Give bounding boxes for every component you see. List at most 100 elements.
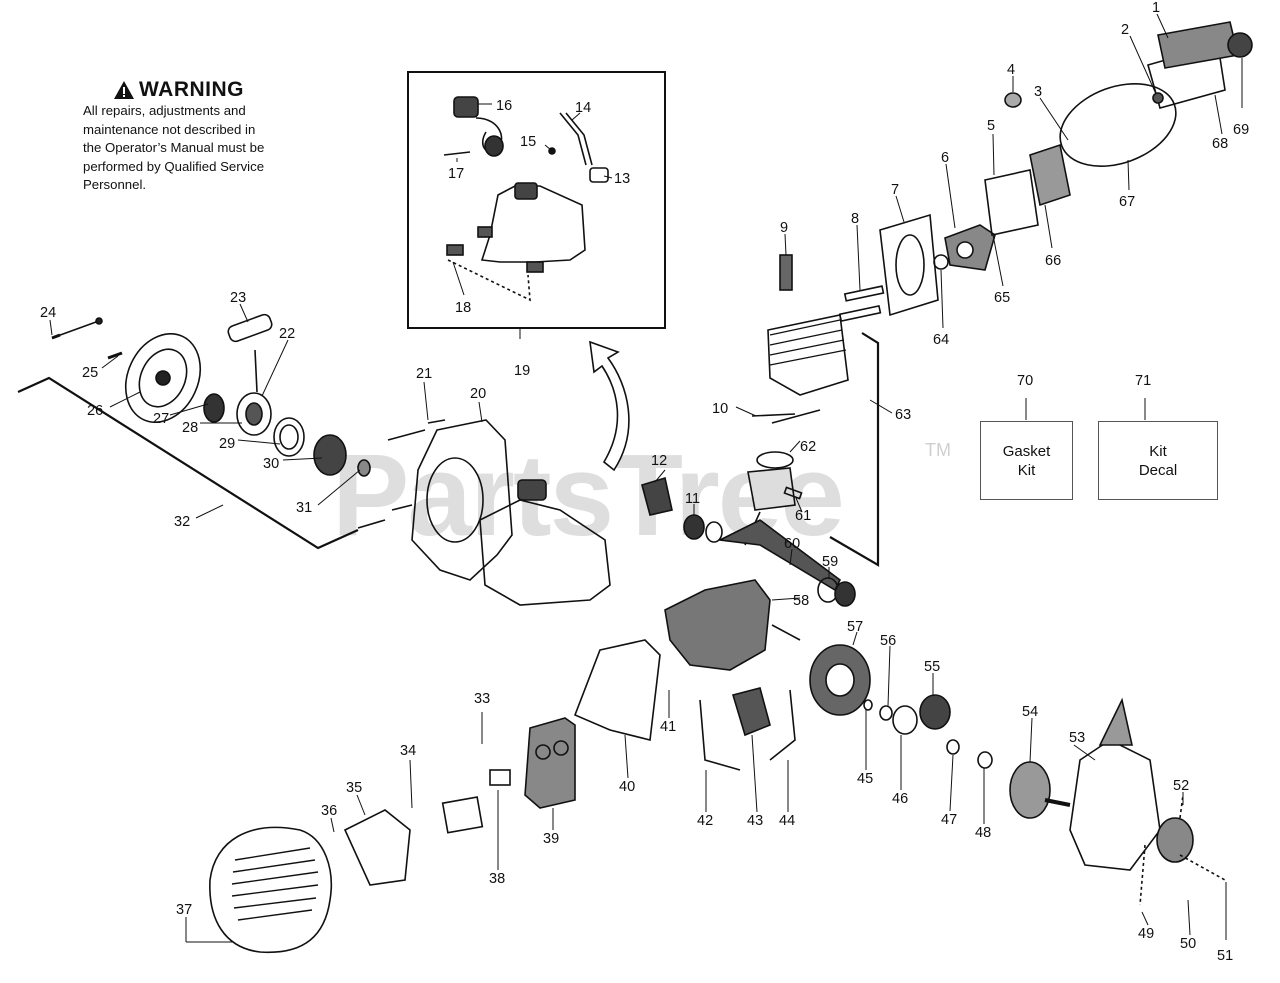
callout-62: 62	[800, 439, 816, 455]
warning-notice: WARNING All repairs, adjustments and mai…	[83, 78, 323, 195]
callout-49: 49	[1138, 926, 1154, 942]
callout-11: 11	[685, 491, 700, 507]
callout-3: 3	[1034, 84, 1042, 100]
gearbox-53	[1069, 739, 1161, 871]
flywheel-cup-30	[313, 434, 347, 476]
engine-cover-37	[209, 826, 332, 954]
spark-plug-9	[779, 254, 793, 291]
callout-40: 40	[619, 779, 635, 795]
pulley-28	[236, 392, 272, 436]
warning-line-2: maintenance not described in	[83, 121, 256, 137]
warning-line-4: performed by Qualified Service	[83, 158, 265, 174]
callout-61: 61	[795, 508, 811, 524]
callout-70: 70	[1017, 373, 1033, 389]
bracket-35	[343, 809, 411, 886]
callout-71: 71	[1135, 373, 1151, 389]
callout-31: 31	[296, 500, 312, 516]
callout-25: 25	[82, 365, 98, 381]
gasket-kit-label: Gasket Kit	[1002, 442, 1051, 479]
warning-triangle-icon	[114, 81, 134, 99]
callout-13: 13	[614, 171, 630, 187]
bolt-8a	[838, 304, 882, 323]
callout-66: 66	[1045, 253, 1061, 269]
callout-43: 43	[747, 813, 763, 829]
plate-46	[892, 705, 918, 735]
callout-1: 1	[1152, 0, 1160, 16]
callout-51: 51	[1217, 948, 1233, 964]
callout-29: 29	[219, 436, 235, 452]
fuel-line-14	[559, 112, 587, 166]
callout-7: 7	[891, 182, 899, 198]
filter-13	[589, 167, 609, 183]
callout-6: 6	[941, 150, 949, 166]
callout-52: 52	[1173, 778, 1189, 794]
warning-line-5: Personnel.	[83, 177, 147, 192]
bracket-63	[829, 332, 880, 567]
ring-62	[756, 451, 794, 469]
nut-31	[357, 459, 371, 477]
callout-23: 23	[230, 290, 246, 306]
muffler-39	[524, 717, 576, 809]
callout-10: 10	[712, 401, 728, 417]
callout-60: 60	[784, 536, 800, 552]
callout-19: 19	[514, 363, 530, 379]
callout-50: 50	[1180, 936, 1196, 952]
fuel-tank	[479, 499, 611, 606]
washer-48	[977, 751, 993, 769]
callout-14: 14	[575, 100, 591, 116]
spring-29	[273, 417, 305, 457]
washer-47	[946, 739, 960, 755]
callout-27: 27	[153, 411, 169, 427]
nut-2	[1152, 92, 1164, 104]
callout-59: 59	[822, 554, 838, 570]
bolt-8b	[843, 285, 885, 302]
callout-47: 47	[941, 812, 957, 828]
callout-65: 65	[994, 290, 1010, 306]
callout-67: 67	[1119, 194, 1135, 210]
bracket-32	[17, 376, 359, 550]
callout-2: 2	[1121, 22, 1129, 38]
callout-5: 5	[987, 118, 995, 134]
callout-9: 9	[780, 220, 788, 236]
kit-decal-box[interactable]: Kit Decal	[1098, 421, 1218, 500]
callout-4: 4	[1007, 62, 1015, 78]
clutch-55	[919, 694, 951, 730]
callout-38: 38	[489, 871, 505, 887]
callout-64: 64	[933, 332, 949, 348]
washer-56	[879, 705, 893, 721]
carburetor-66	[1029, 143, 1071, 207]
callout-57: 57	[847, 619, 863, 635]
callout-8: 8	[851, 211, 859, 227]
crankcase-58	[664, 579, 771, 671]
callout-12: 12	[651, 453, 667, 469]
spring-27	[203, 393, 225, 423]
callout-32: 32	[174, 514, 190, 530]
callout-26: 26	[87, 403, 103, 419]
callout-36: 36	[321, 803, 337, 819]
callout-16: 16	[496, 98, 512, 114]
warning-title-text: WARNING	[139, 78, 244, 101]
warning-line-1: All repairs, adjustments and	[83, 103, 246, 118]
callout-15: 15	[520, 134, 536, 150]
inset-box-19	[407, 71, 666, 329]
drum-54	[1009, 761, 1051, 819]
callout-63: 63	[895, 407, 911, 423]
handle-23	[227, 313, 273, 343]
cover-1	[1157, 21, 1239, 69]
piston	[747, 467, 796, 511]
callout-18: 18	[455, 300, 471, 316]
callout-58: 58	[793, 593, 809, 609]
wire-42	[699, 699, 741, 771]
primer-4	[1004, 92, 1022, 108]
knob-69	[1227, 32, 1253, 58]
callout-48: 48	[975, 825, 991, 841]
callout-54: 54	[1022, 704, 1038, 720]
warning-title: WARNING	[113, 78, 323, 102]
callout-20: 20	[470, 386, 486, 402]
callout-68: 68	[1212, 136, 1228, 152]
warning-line-3: the Operator’s Manual must be	[83, 140, 265, 155]
coil-43	[731, 687, 771, 737]
screen	[441, 796, 484, 834]
gasket-kit-box[interactable]: Gasket Kit	[980, 421, 1073, 500]
callout-37: 37	[176, 902, 192, 918]
